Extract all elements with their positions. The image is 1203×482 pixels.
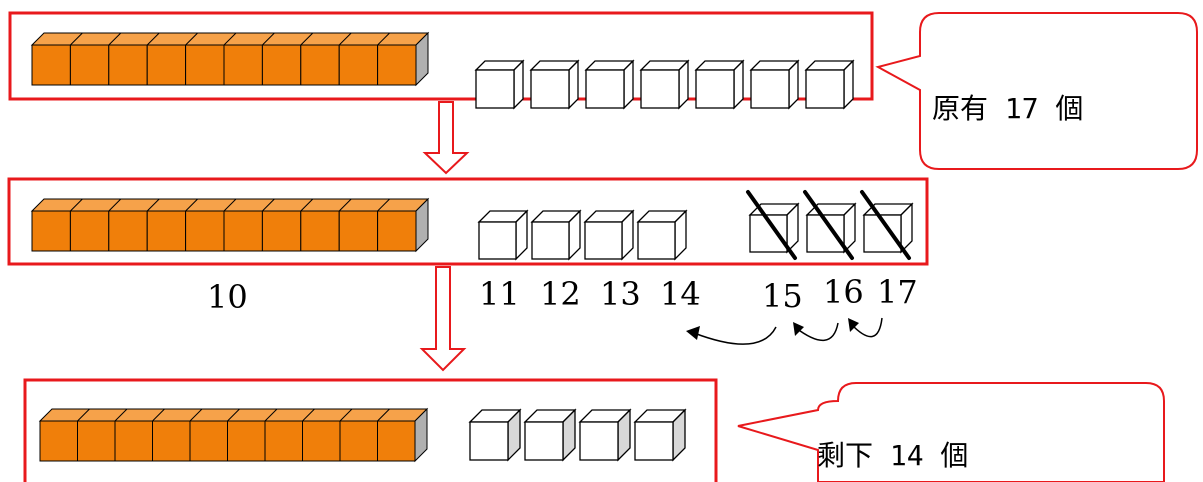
unit-cube-row2 xyxy=(530,209,582,261)
unit-cube-row1 xyxy=(749,59,800,110)
unit-cube-row3 xyxy=(523,408,577,462)
down-arrow-2 xyxy=(419,266,467,372)
count-back-arrow-16-15 xyxy=(795,322,839,342)
bubble-original xyxy=(875,12,1198,170)
label-13: 13 xyxy=(600,275,641,313)
bubble-bottom-text: 剩下 14 個 xyxy=(817,439,968,472)
rod-unit xyxy=(339,420,378,462)
rod-unit xyxy=(264,420,303,462)
ten-rod-row1 xyxy=(30,31,430,87)
rod-unit xyxy=(185,210,225,252)
rod-unit xyxy=(338,210,379,252)
ten-rod-row3 xyxy=(38,407,429,463)
ten-rod-row2 xyxy=(30,197,430,253)
rod-unit xyxy=(300,210,340,252)
rod-unit xyxy=(69,44,110,86)
unit-cube-row3 xyxy=(468,408,522,462)
rod-unit xyxy=(77,420,116,462)
unit-cube-row1 xyxy=(474,59,525,110)
rod-unit xyxy=(377,44,417,86)
rod-unit xyxy=(108,44,148,86)
blocks-layer xyxy=(30,31,914,463)
row-frame-removal xyxy=(7,177,929,266)
rod-unit xyxy=(114,420,153,462)
cross-out-slash xyxy=(860,190,911,260)
rod-unit xyxy=(302,420,341,462)
rod-unit xyxy=(108,210,148,252)
rod-unit xyxy=(39,420,78,462)
rod-unit xyxy=(185,44,225,86)
label-17: 17 xyxy=(877,273,918,311)
unit-cube-row1 xyxy=(804,59,855,110)
unit-cube-row2 xyxy=(583,209,635,261)
rod-unit xyxy=(31,210,71,252)
rod-unit xyxy=(223,44,263,86)
row-frame-remaining xyxy=(23,378,718,482)
label-12: 12 xyxy=(540,275,581,313)
rod-unit xyxy=(69,210,110,252)
label-16: 16 xyxy=(823,273,864,311)
rod-unit xyxy=(300,44,340,86)
rod-unit xyxy=(261,210,302,252)
unit-cube-row3 xyxy=(633,408,687,462)
rod-unit xyxy=(338,44,379,86)
label-ten: 10 xyxy=(207,278,248,316)
unit-cube-row1 xyxy=(529,59,580,110)
count-back-arrow-17-16 xyxy=(850,317,883,338)
unit-cube-row1 xyxy=(694,59,745,110)
unit-cube-row2 xyxy=(636,209,688,261)
rod-unit xyxy=(377,420,416,462)
rod-unit xyxy=(223,210,263,252)
unit-cube-row1 xyxy=(639,59,690,110)
unit-cube-row2 xyxy=(477,209,529,261)
row-frame-original xyxy=(8,11,874,101)
label-11: 11 xyxy=(479,275,520,313)
rod-unit xyxy=(146,44,187,86)
label-15: 15 xyxy=(762,277,803,315)
rod-unit xyxy=(146,210,187,252)
cross-out-slash xyxy=(746,190,797,260)
count-back-arrow-15-14 xyxy=(693,326,777,345)
rod-unit xyxy=(31,44,71,86)
rod-unit xyxy=(377,210,417,252)
unit-cube-row1 xyxy=(584,59,635,110)
count-back-arrows xyxy=(693,317,883,345)
label-14: 14 xyxy=(660,275,701,313)
rod-unit xyxy=(227,420,266,462)
rod-unit xyxy=(261,44,302,86)
rod-unit xyxy=(189,420,228,462)
count-back-arrowheads xyxy=(686,318,859,340)
cross-out-slash xyxy=(803,190,854,260)
rod-unit xyxy=(152,420,191,462)
bubble-remaining xyxy=(737,382,1165,482)
bubble-top-text: 原有 17 個 xyxy=(932,92,1083,125)
unit-cube-row3 xyxy=(578,408,632,462)
down-arrow-1 xyxy=(422,101,470,175)
